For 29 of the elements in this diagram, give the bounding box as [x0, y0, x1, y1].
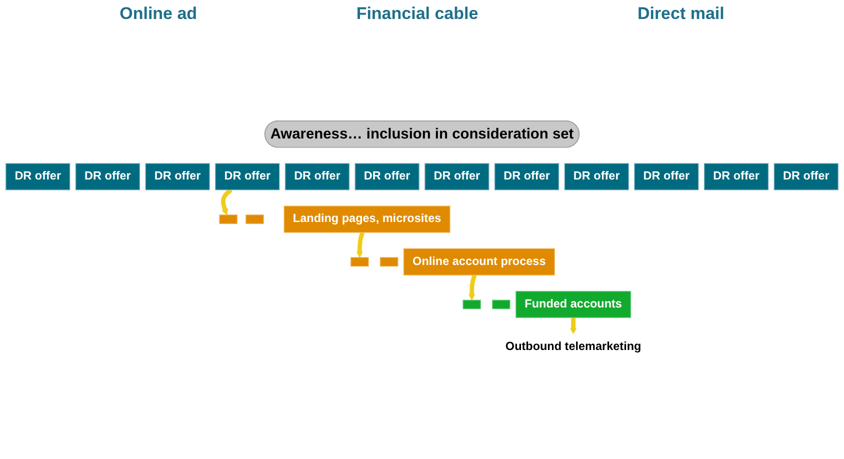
- node-box: DR offer: [564, 163, 629, 190]
- node-box: [350, 257, 369, 267]
- arrow: [221, 188, 232, 216]
- node-box: Online account process: [403, 248, 555, 276]
- arrow: [570, 316, 577, 334]
- node-box: Funded accounts: [516, 290, 632, 318]
- arrow: [356, 232, 365, 258]
- node-box: DR offer: [75, 163, 140, 190]
- stack-heading: Direct mail: [637, 4, 724, 25]
- node-box: DR offer: [284, 163, 350, 190]
- node-box: [246, 214, 264, 224]
- node-box: DR offer: [6, 163, 70, 190]
- node-box: [462, 300, 481, 310]
- node-box: DR offer: [494, 163, 560, 190]
- node-box: DR offer: [145, 163, 210, 190]
- node-box: DR offer: [354, 163, 420, 190]
- node-box: [380, 257, 398, 267]
- node-box: Landing pages, microsites: [284, 206, 450, 233]
- node-box: DR offer: [774, 163, 838, 190]
- node-box: [219, 214, 238, 224]
- node-box: DR offer: [215, 163, 280, 190]
- node-box: [492, 300, 510, 310]
- node-text: Outbound telemarketing: [505, 340, 642, 353]
- node-box: DR offer: [634, 163, 699, 190]
- stack-heading: Online ad: [120, 4, 198, 25]
- node-box: DR offer: [704, 163, 769, 190]
- stack-heading: Financial cable: [356, 4, 478, 25]
- node-box: DR offer: [424, 163, 490, 190]
- arrow: [468, 274, 477, 300]
